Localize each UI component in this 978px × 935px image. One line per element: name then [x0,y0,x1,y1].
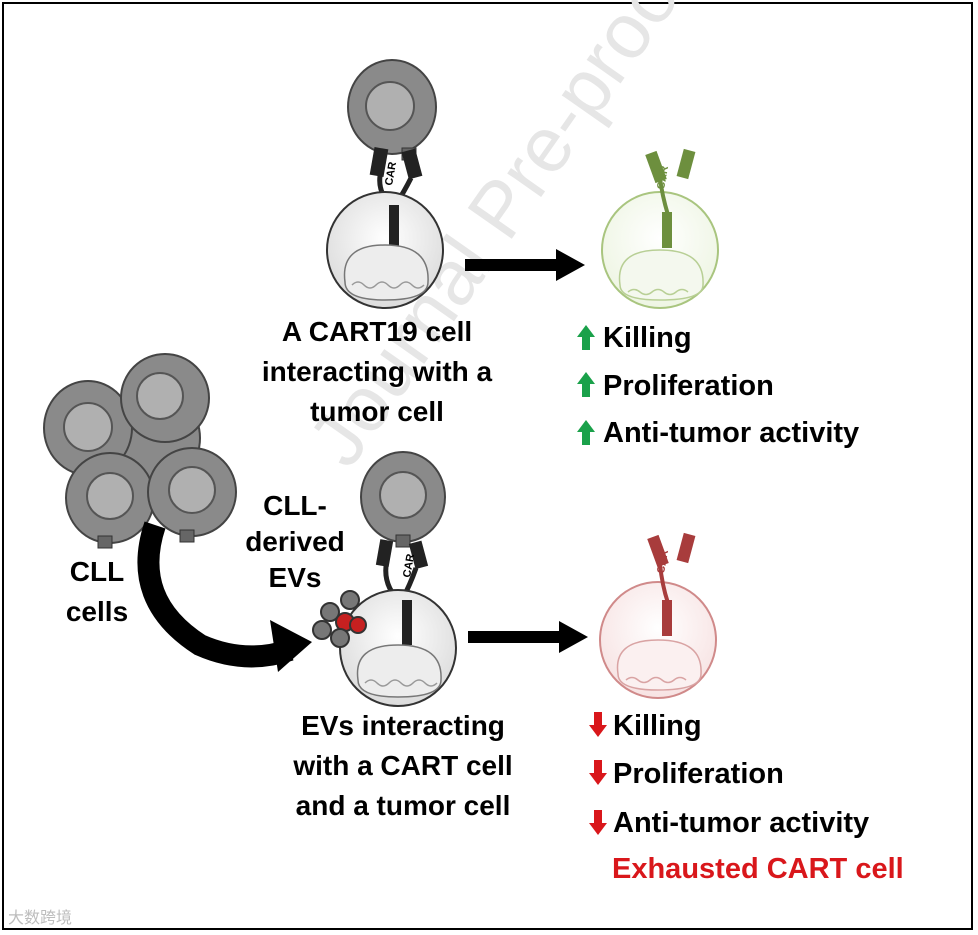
top-result-cell: CAR [601,148,719,309]
down-arrow-icon-antitumor [589,810,607,835]
car-text: CAR [383,161,399,187]
up-arrow-icon-killing [577,325,595,350]
top-caption: A CART19 cell interacting with a tumor c… [232,312,522,432]
ev-particles [312,590,367,648]
top-tumor-cell [347,59,437,161]
exhausted-cart-label: Exhausted CART cell [612,853,904,885]
evs-label-line-3: EVs [268,562,322,593]
bottom-cart-cell [339,589,457,707]
top-arrow [465,249,585,281]
car-text-green: CAR [655,165,671,191]
top-effect-antitumor: Anti-tumor activity [603,417,860,449]
bottom-caption: EVs interacting with a CART cell and a t… [258,706,548,826]
bottom-caption-line-3: and a tumor cell [295,790,511,821]
down-arrow-icon-killing [589,712,607,737]
evs-label-line-1: CLL- [263,490,327,521]
top-effect-proliferation: Proliferation [603,370,774,402]
top-caption-line-2: interacting with a [261,356,493,387]
up-arrow-icon-antitumor [577,420,595,445]
corner-watermark: 大数跨境 [8,908,73,927]
bottom-tumor-cell [360,451,446,548]
top-caption-line-3: tumor cell [310,396,444,427]
bottom-effect-antitumor: Anti-tumor activity [613,807,870,839]
bottom-caption-line-2: with a CART cell [293,750,513,781]
bottom-effect-killing: Killing [613,710,702,742]
cll-cells-label: CLL cells [52,552,142,632]
bottom-result-cell: CAR [599,532,717,699]
cll-label-line-2: cells [65,596,129,627]
top-effect-killing: Killing [603,322,692,354]
curved-arrow [137,521,312,672]
top-cart-cell [326,191,444,309]
car-text-bottom: CAR [401,553,417,579]
up-arrow-icon-proliferation [577,372,595,397]
bottom-caption-line-1: EVs interacting [301,710,505,741]
up-arrow-icons [577,325,595,445]
bottom-arrow [468,621,588,653]
top-car-receptor: CAR [369,146,423,206]
cll-label-line-1: CLL [69,556,125,587]
cll-cell-cluster [43,353,237,549]
bottom-effect-proliferation: Proliferation [613,758,784,790]
top-caption-line-1: A CART19 cell [281,316,473,347]
evs-label: CLL- derived EVs [240,488,350,596]
down-arrow-icons [589,712,607,835]
evs-label-line-2: derived [245,526,345,557]
down-arrow-icon-proliferation [589,760,607,785]
car-text-red: CAR [655,549,671,575]
